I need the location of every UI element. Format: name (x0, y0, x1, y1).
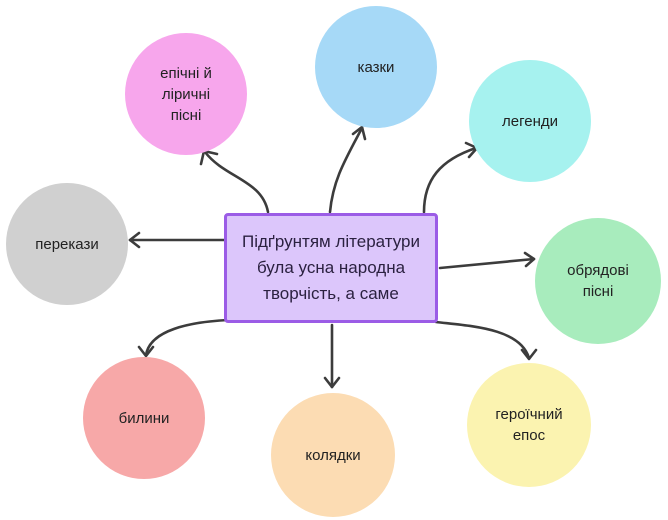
bubble-label: перекази (35, 235, 99, 253)
arrow-to-epichni (199, 149, 270, 214)
bubble-bylyny: билини (83, 357, 205, 479)
central-topic-box: Підґрунтям літератури була усна народна … (224, 213, 438, 323)
arrow-to-bylyny (137, 318, 230, 358)
bubble-label: легенди (502, 112, 558, 130)
bubble-kazky: казки (315, 6, 437, 128)
bubble-label: епічні й ліричні пісні (160, 64, 212, 124)
arrow-to-koliadky (323, 323, 341, 389)
bubble-koliadky: колядки (271, 393, 395, 517)
central-topic-text: Підґрунтям літератури була усна народна … (242, 232, 420, 303)
arrow-to-legendy (422, 141, 479, 214)
bubble-label: колядки (305, 446, 361, 464)
bubble-label: героїчний епос (495, 406, 563, 444)
bubble-perekazy: перекази (6, 183, 128, 305)
bubble-epichni-lirychni-pisni: епічні й ліричні пісні (125, 33, 247, 155)
arrow-to-kazky (328, 125, 367, 214)
arrow-to-heroichnyi (434, 320, 538, 361)
bubble-heroichnyi-epos: героїчний епос (467, 363, 591, 487)
arrow-to-obriadovi (438, 251, 536, 270)
bubble-label: казки (357, 58, 395, 76)
bubble-label: обрядові пісні (567, 262, 629, 300)
arrow-to-perekazy (128, 231, 226, 249)
bubble-legendy: легенди (469, 60, 591, 182)
bubble-label: билини (118, 409, 170, 427)
bubble-obriadovi-pisni: обрядові пісні (535, 218, 661, 344)
